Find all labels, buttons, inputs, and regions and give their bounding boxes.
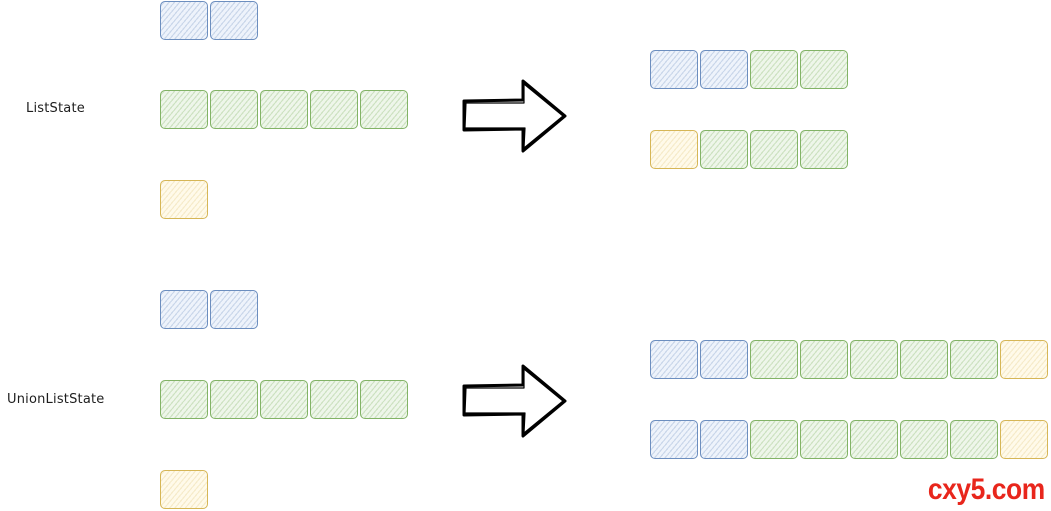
- list-state-output-blue-cell: [650, 50, 698, 89]
- list-state-input-green-cell: [260, 90, 308, 129]
- union-list-state-output-green-cell: [750, 340, 798, 379]
- union-list-state-input-blue-cell: [160, 290, 208, 329]
- list-state-input-green-cell: [360, 90, 408, 129]
- list-state-output-blue-cell: [700, 50, 748, 89]
- list-state-output-green-cell: [800, 50, 848, 89]
- union-list-state-output-blue-cell: [650, 340, 698, 379]
- union-list-state-label: UnionListState: [7, 392, 105, 407]
- union-list-state-input-green-cell: [360, 380, 408, 419]
- list-state-label: ListState: [26, 101, 85, 116]
- list-state-input-green-cell: [160, 90, 208, 129]
- list-state-input-yellow-cell: [160, 180, 208, 219]
- list-state-output-yellow-cell: [650, 130, 698, 169]
- list-state-output-green-cell: [700, 130, 748, 169]
- list-state-output-green-cell: [750, 50, 798, 89]
- union-list-state-input-green-cell: [310, 380, 358, 419]
- union-list-state-output-blue-cell: [700, 420, 748, 459]
- list-state-input-blue-cell: [160, 1, 208, 40]
- union-list-state-arrow-icon: [462, 364, 567, 438]
- list-state-input-green-cell: [310, 90, 358, 129]
- list-state-input-blue-cell: [210, 1, 258, 40]
- union-list-state-input-yellow-cell: [160, 470, 208, 509]
- union-list-state-output-green-cell: [900, 420, 948, 459]
- union-list-state-output-green-cell: [800, 340, 848, 379]
- union-list-state-output-blue-cell: [650, 420, 698, 459]
- union-list-state-output-blue-cell: [700, 340, 748, 379]
- union-list-state-input-green-cell: [160, 380, 208, 419]
- union-list-state-input-blue-cell: [210, 290, 258, 329]
- union-list-state-output-green-cell: [850, 420, 898, 459]
- union-list-state-output-yellow-cell: [1000, 420, 1048, 459]
- union-list-state-input-green-cell: [210, 380, 258, 419]
- watermark-text: cxy5.com: [928, 473, 1045, 506]
- union-list-state-output-green-cell: [800, 420, 848, 459]
- union-list-state-input-green-cell: [260, 380, 308, 419]
- list-state-input-green-cell: [210, 90, 258, 129]
- union-list-state-output-green-cell: [950, 340, 998, 379]
- list-state-output-green-cell: [800, 130, 848, 169]
- union-list-state-output-yellow-cell: [1000, 340, 1048, 379]
- union-list-state-output-green-cell: [850, 340, 898, 379]
- list-state-output-green-cell: [750, 130, 798, 169]
- union-list-state-output-green-cell: [750, 420, 798, 459]
- union-list-state-output-green-cell: [900, 340, 948, 379]
- union-list-state-output-green-cell: [950, 420, 998, 459]
- list-state-arrow-icon: [462, 79, 567, 153]
